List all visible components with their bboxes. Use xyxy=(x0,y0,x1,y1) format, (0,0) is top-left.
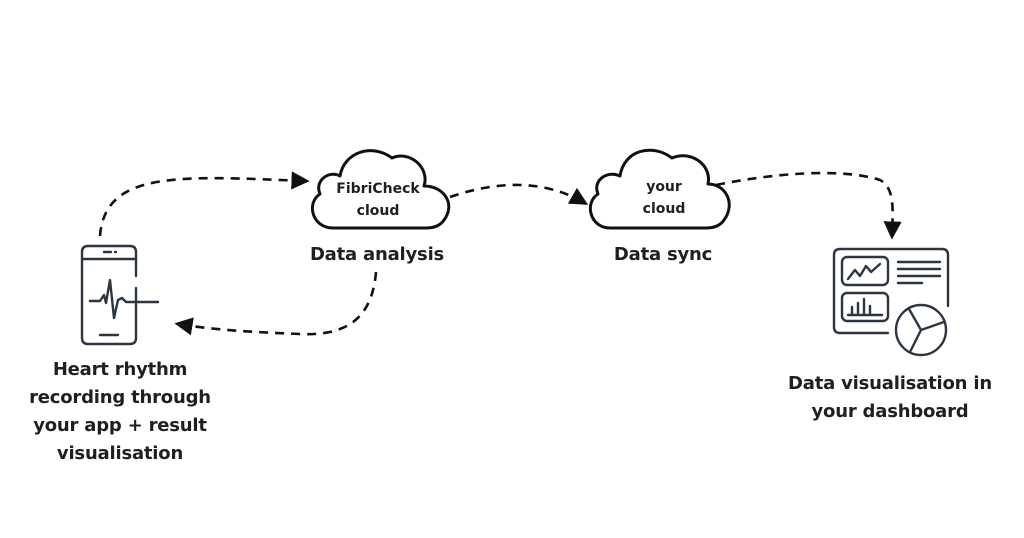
your-cloud-line-1: your xyxy=(646,179,682,195)
dashboard-caption-line-2: your dashboard xyxy=(811,401,969,422)
heart-rhythm-caption-line-2: recording through xyxy=(29,387,211,408)
your-cloud-icon xyxy=(588,148,731,230)
your-cloud-line-2: cloud xyxy=(642,201,686,217)
dashboard-caption-line-1: Data visualisation in xyxy=(788,373,992,394)
heart-rhythm-caption-line-3: your app + result xyxy=(33,415,207,436)
fibricheck-cloud-line-2: cloud xyxy=(356,203,400,219)
heart-rhythm-caption: Heart rhythm recording through your app … xyxy=(10,356,230,468)
data-analysis-caption: Data analysis xyxy=(309,244,445,265)
dashboard-icon xyxy=(832,247,950,357)
arrow-fibricheck-to-yourcloud xyxy=(449,183,589,205)
arrow-phone-to-fibricheck xyxy=(98,171,310,237)
fibricheck-cloud-label: FibriCheck cloud xyxy=(318,178,438,222)
smartphone-heartbeat-icon xyxy=(80,244,160,346)
fibricheck-cloud-line-1: FibriCheck xyxy=(336,181,420,197)
fibricheck-cloud-icon xyxy=(310,149,451,230)
your-cloud-label: your cloud xyxy=(604,176,724,220)
dashboard-caption: Data visualisation in your dashboard xyxy=(770,370,1010,426)
arrow-yourcloud-to-dashboard xyxy=(715,171,902,240)
arrow-fibricheck-to-phone xyxy=(174,271,378,336)
heart-rhythm-caption-line-4: visualisation xyxy=(56,443,184,464)
heart-rhythm-caption-line-1: Heart rhythm xyxy=(52,359,188,380)
data-sync-caption: Data sync xyxy=(613,244,713,265)
